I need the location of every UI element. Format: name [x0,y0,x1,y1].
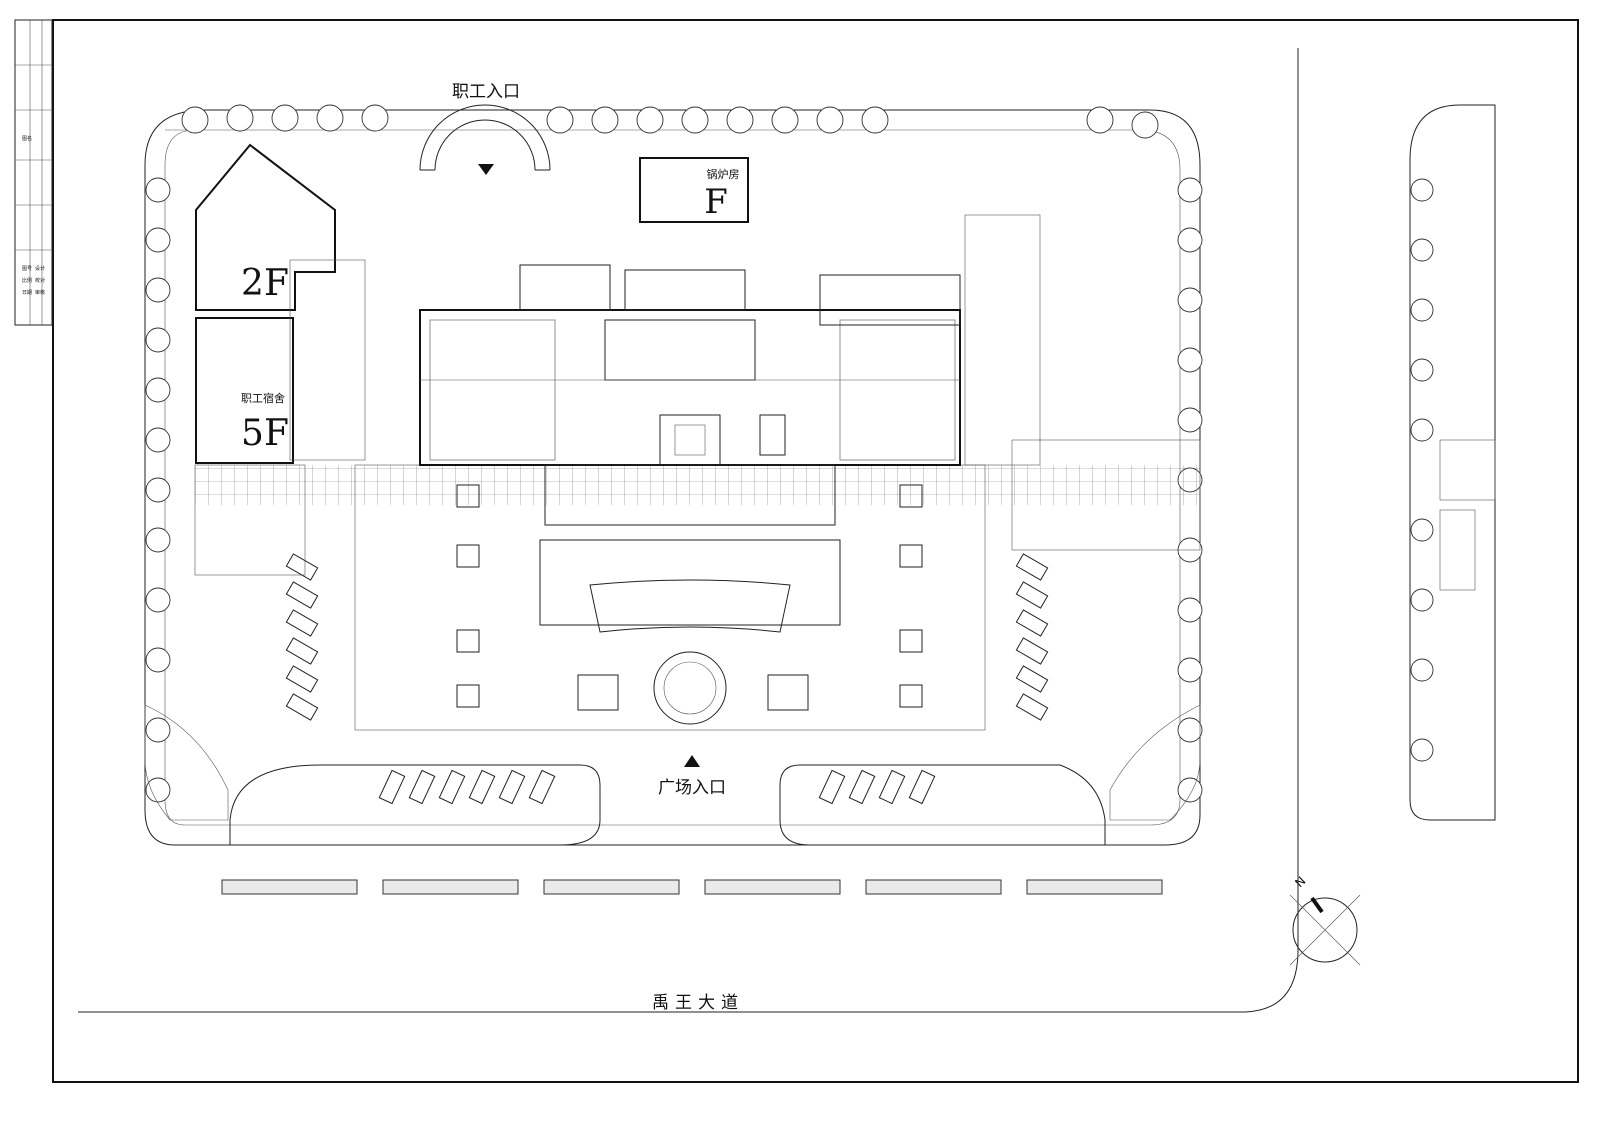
site-boundary [144,109,1201,846]
staff-entrance-label: 职工入口 [452,82,520,102]
road-name-label: 禹王大道 [652,993,744,1013]
boiler-room-label: 锅炉房 [707,168,740,181]
building-2f [195,143,336,311]
building-5f [195,317,294,464]
paving-east [964,214,1041,466]
plaza-features [456,484,923,725]
building-2f-label: 2F [241,263,289,304]
staff-entrance-gate [419,104,551,171]
entrance-canopy [589,579,791,633]
front-island-east [779,764,1106,846]
boiler-floor-label: F [704,182,728,222]
north-arrow [1289,894,1361,966]
plaza-entrance-label: 广场入口 [658,778,726,798]
title-block-item: 校对 [35,277,45,284]
perimeter-trees [145,104,1203,803]
road-edge [78,48,1299,1013]
title-block-item: 图名 [22,135,32,142]
main-building [419,264,961,526]
building-5f-label: 5F [241,413,289,454]
forecourt-band [539,539,841,626]
plaza-entrance-arrow [684,755,700,767]
title-block-item: 比例 [22,277,32,284]
parking-east [1015,553,1049,721]
title-block-item: 图号 [22,266,32,272]
paving-west [289,259,366,461]
title-block [14,19,53,326]
parking-west [285,553,319,721]
road-medians [221,879,1163,895]
title-block-item: 设计 [35,265,45,272]
adjacent-strip [1409,104,1496,821]
boiler-room [639,157,749,223]
dorm-label: 职工宿舍 [241,391,285,405]
front-island-west [229,764,601,846]
title-block-item: 审核 [35,289,45,296]
north-label: N [1292,874,1308,890]
staff-entrance-arrow [478,164,494,175]
drawing-frame [52,19,1579,1083]
title-block-item: 日期 [22,290,32,296]
front-parking [378,769,936,805]
